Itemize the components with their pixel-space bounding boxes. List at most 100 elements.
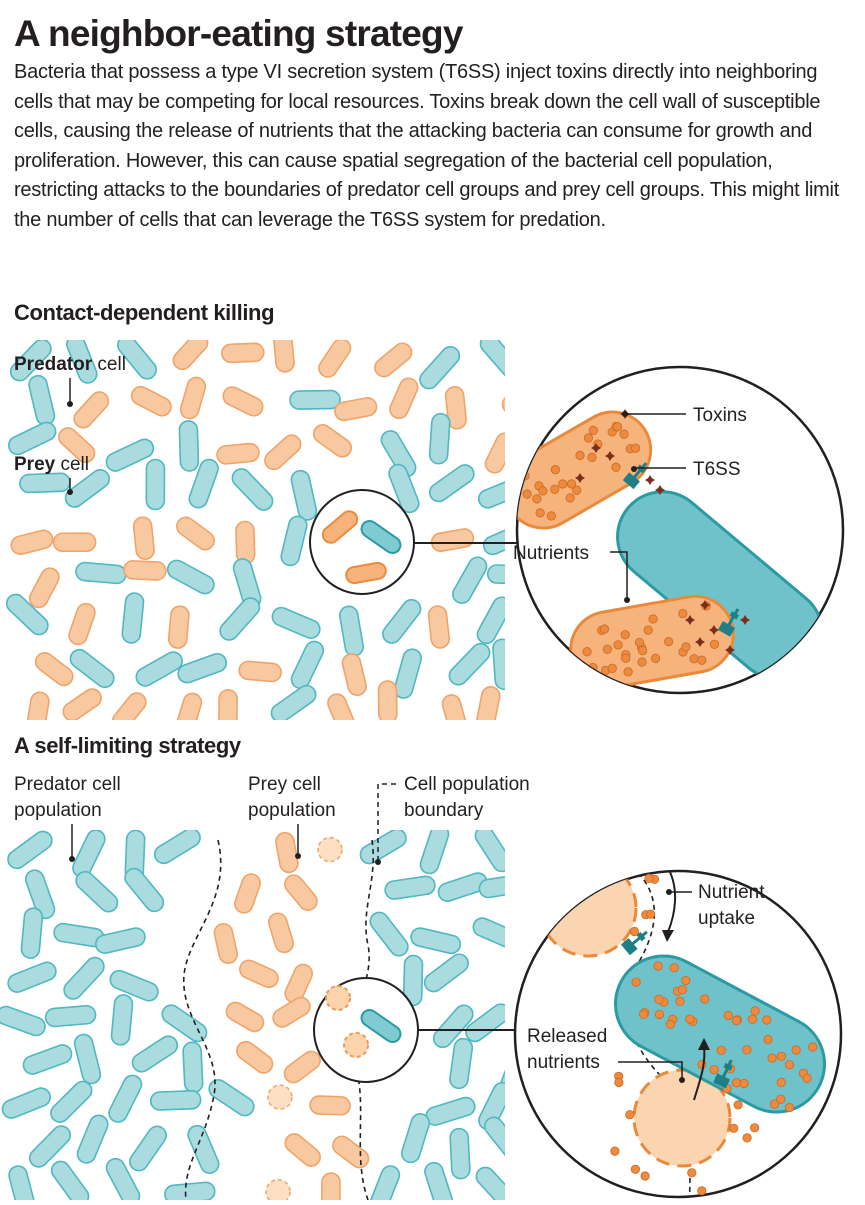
predator-cell <box>484 1116 505 1162</box>
predator-cell <box>161 1004 208 1043</box>
predator-cell <box>28 374 56 426</box>
predator-cell <box>384 875 436 900</box>
prey-cell <box>10 529 54 556</box>
released-nutrient-dot <box>515 898 518 909</box>
predator-cell <box>5 593 49 636</box>
released-nutrient-dot <box>784 1060 795 1070</box>
predator-cell <box>75 870 119 913</box>
toxin-particle <box>645 475 655 485</box>
released-nutrient-dot <box>654 994 664 1004</box>
predator-cell <box>486 564 505 585</box>
prey-cell <box>389 377 419 420</box>
contact-killing-svg: Toxins T6SS Nutrients Predator cell Prey… <box>5 340 845 720</box>
released-nutrient-dot <box>763 1034 773 1045</box>
toxin-particle <box>605 451 615 461</box>
nutrient-dot <box>709 639 720 649</box>
t6ss-syringe-bottom-icon <box>717 608 740 637</box>
nutrient-dot <box>664 636 674 647</box>
predator-cell <box>219 597 261 641</box>
boundary-line-right <box>350 839 374 1201</box>
released-nutrient-dot <box>654 1009 665 1020</box>
released-nutrient-dot <box>807 1042 818 1052</box>
predator-cell <box>479 340 505 378</box>
t6ss-syringe-top-icon <box>622 462 648 490</box>
released-nutrient-dot <box>585 843 593 851</box>
released-nutrient-dot <box>675 996 685 1006</box>
lysed-prey-cell <box>267 1084 293 1110</box>
predator-cell <box>166 559 215 595</box>
released-nutrient-dot <box>749 1123 760 1133</box>
predator-cell <box>423 953 469 993</box>
predator-population-label-line2: population <box>14 800 102 821</box>
released-nutrient-dot <box>640 1171 650 1181</box>
boundary-label-line2: boundary <box>404 800 484 821</box>
released-nutrient-dot <box>731 1078 742 1088</box>
prey-cell <box>327 693 356 720</box>
prey-cell <box>501 394 505 425</box>
prey-cell <box>441 694 468 720</box>
predator-cell <box>64 469 111 508</box>
prey-cell-label: Prey cell <box>14 454 89 475</box>
predator-cell <box>270 684 317 720</box>
prey-cell <box>374 342 413 378</box>
released-nutrient-dot <box>518 936 528 946</box>
prey-population-label-line1: Prey cell <box>248 774 321 795</box>
nutrient-dot <box>613 640 623 650</box>
predator-cell <box>19 472 71 494</box>
predator-cell <box>164 1181 216 1200</box>
prey-cell <box>26 691 50 720</box>
released-nutrient-dot <box>612 844 620 852</box>
prey-cell <box>175 692 203 720</box>
released-nutrient-dot <box>626 856 634 864</box>
released-nutrient-dot <box>653 961 663 971</box>
predator-cell <box>478 873 505 899</box>
predator-cell <box>208 1079 255 1117</box>
prey-cell <box>130 385 172 417</box>
predator-cell <box>382 598 422 644</box>
toxin-particle <box>591 443 601 453</box>
prey-cell <box>123 560 167 581</box>
predator-cell <box>24 869 56 920</box>
prey-cell <box>427 605 451 649</box>
nutrient-dot <box>565 493 575 503</box>
nutrient-dot <box>619 429 629 439</box>
released-nutrient-dot <box>665 1019 675 1029</box>
prey-cell <box>272 340 295 373</box>
bacteria-field-mixed <box>5 340 505 720</box>
figure-title: A neighbor-eating strategy <box>14 13 463 54</box>
prey-cell <box>34 652 74 687</box>
prey-cell <box>111 692 147 720</box>
prey-cell <box>283 1050 321 1084</box>
predator-cell <box>7 961 57 993</box>
predator-cell <box>339 605 364 657</box>
nutrient-dot <box>611 462 621 472</box>
released-nutrient-dot <box>625 1110 635 1120</box>
nutrient-dot <box>630 443 641 453</box>
predator-cell <box>73 1033 102 1085</box>
nutrient-dot <box>572 485 582 495</box>
section-title-contact-killing: Contact-dependent killing <box>14 300 275 325</box>
prey-cell <box>318 340 352 378</box>
predator-cell <box>76 1114 109 1164</box>
predator-cell-large-2 <box>613 954 827 1114</box>
released-nutrient-dot <box>629 926 640 937</box>
prey-cell <box>225 1001 265 1033</box>
nutrient-dot <box>575 450 585 460</box>
predator-cell <box>289 389 341 410</box>
predator-cell <box>66 340 98 384</box>
prey-cell <box>264 434 302 471</box>
prey-cell <box>222 386 264 417</box>
nutrient-dot <box>599 624 610 634</box>
predator-cell <box>188 458 219 509</box>
prey-cell <box>234 873 261 914</box>
released-nutrient-dot <box>685 1014 695 1024</box>
prey-population-label-line2: population <box>248 800 336 821</box>
predator-cell <box>393 648 422 699</box>
predator-cell <box>129 1125 167 1172</box>
predator-cell <box>63 956 105 1000</box>
predator-cell <box>0 1005 46 1037</box>
predator-cell <box>178 420 200 472</box>
released-nutrient-dot <box>791 1045 801 1055</box>
prey-cell <box>236 1040 274 1074</box>
released-nutrient-dot <box>639 858 647 866</box>
